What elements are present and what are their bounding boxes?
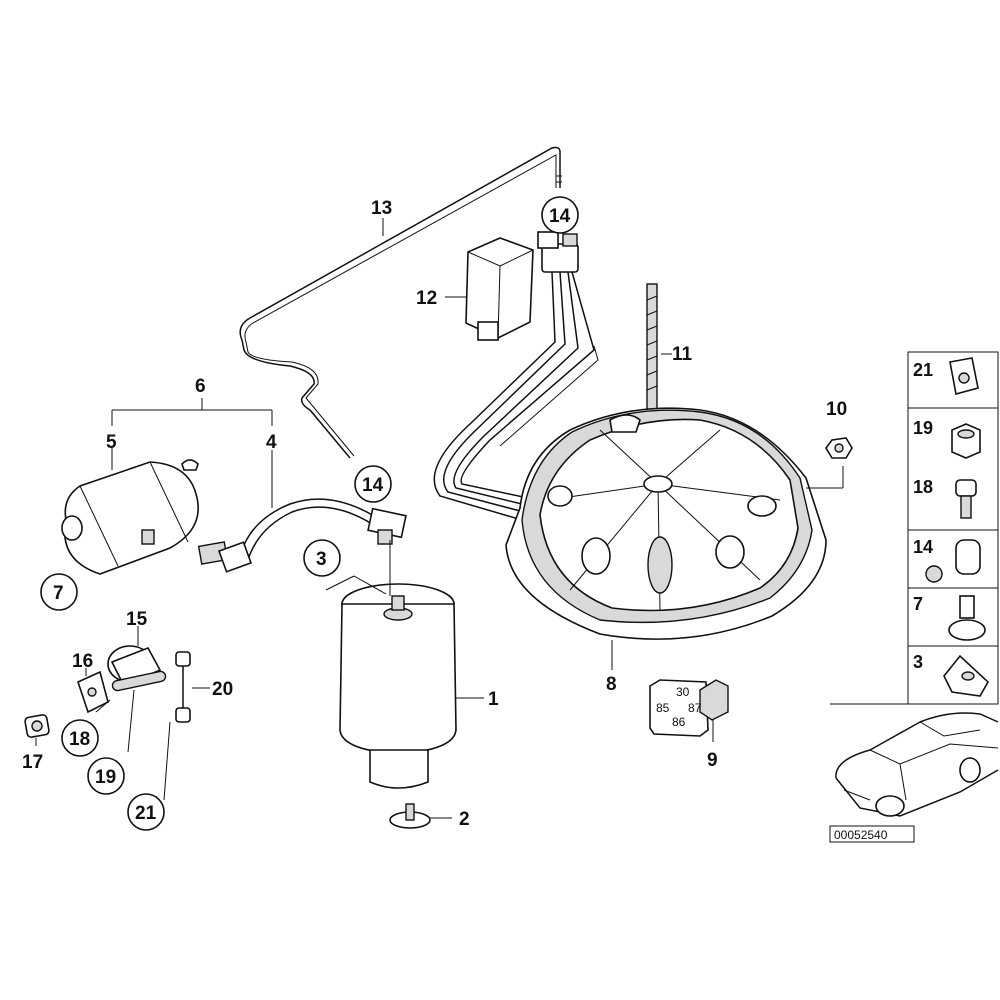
callout-15: 15 [126, 609, 148, 630]
callout-12: 12 [416, 288, 437, 309]
callout-4: 4 [266, 432, 277, 453]
relay-pin-30: 30 [676, 685, 690, 699]
compressor-housing-8 [505, 407, 844, 670]
callout-16: 16 [72, 651, 93, 672]
legend-item-19: 19 [913, 418, 933, 438]
control-unit-12 [445, 237, 534, 341]
callout-11: 11 [672, 344, 693, 365]
car-thumbnail [830, 703, 999, 817]
legend-item-21: 21 [913, 360, 933, 380]
legend-item-7: 7 [913, 594, 923, 614]
air-line-4 [197, 450, 407, 573]
callout-8: 8 [606, 674, 617, 695]
callout-19: 19 [95, 767, 116, 788]
callout-18: 18 [69, 729, 90, 750]
callout-9: 9 [707, 750, 718, 771]
bolt-2 [389, 803, 452, 829]
reference-number: 00052540 [834, 828, 888, 842]
callout-6: 6 [195, 376, 206, 397]
relay-pin-85: 85 [656, 701, 670, 715]
legend-item-18: 18 [913, 477, 933, 497]
reference-box: 00052540 [829, 825, 915, 843]
air-spring-1 [325, 540, 484, 789]
callout-circles [40, 196, 579, 831]
callout-14-top: 14 [549, 206, 571, 227]
relay-pin-86: 86 [672, 715, 686, 729]
air-line-13 [239, 146, 562, 459]
small-parts-legend: 21 19 18 14 7 3 [907, 351, 999, 705]
callout-1: 1 [488, 689, 499, 710]
callout-20: 20 [212, 679, 233, 700]
wire-harness [433, 231, 599, 521]
callout-10: 10 [826, 399, 847, 420]
level-sensor-15 [77, 626, 210, 801]
callout-21: 21 [135, 803, 157, 824]
relay-pin-87: 87 [688, 701, 702, 715]
legend-item-3: 3 [913, 652, 923, 672]
bracket-6 [111, 398, 273, 426]
callout-7: 7 [53, 583, 64, 604]
legend-item-14: 14 [913, 537, 933, 557]
callout-5: 5 [106, 432, 117, 453]
clip-17 [24, 714, 50, 746]
pressure-reservoir-5 [61, 448, 199, 575]
callout-2: 2 [459, 809, 470, 830]
callout-3: 3 [316, 549, 327, 570]
callout-13: 13 [371, 198, 392, 219]
callout-labels: 13 14 12 11 10 6 5 4 14 3 7 15 16 20 1 8… [22, 198, 847, 830]
callout-14-mid: 14 [362, 475, 384, 496]
nut-10 [825, 437, 853, 459]
callout-17: 17 [22, 752, 43, 773]
relay-9: 30 87 85 86 [649, 679, 729, 742]
